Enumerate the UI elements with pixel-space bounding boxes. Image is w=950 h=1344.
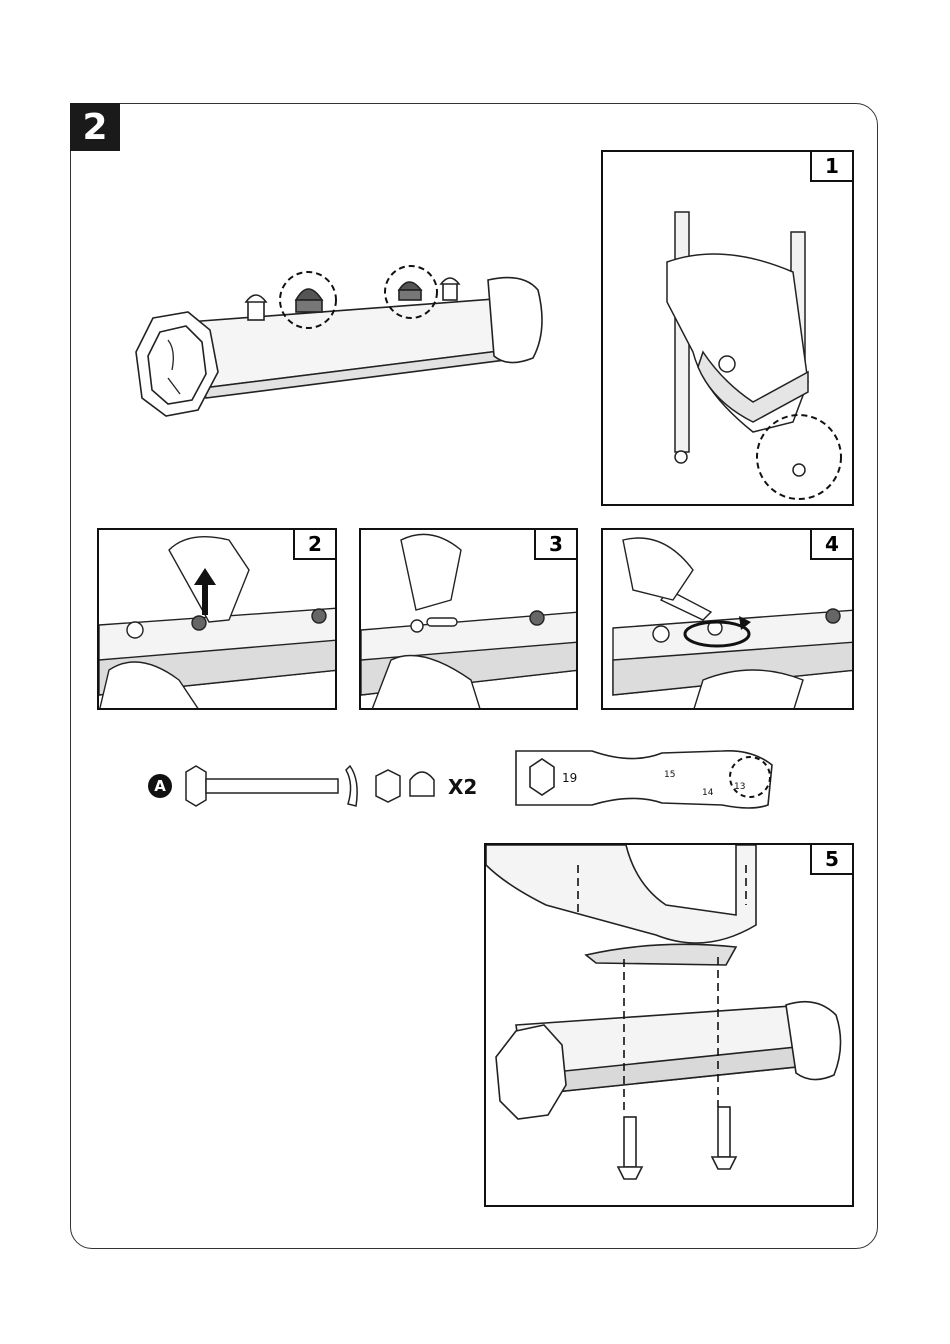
panel-number: 1 (810, 152, 852, 182)
panel-number: 4 (810, 530, 852, 560)
quantity-label: X2 (448, 775, 477, 799)
main-stabilizer-illustration (128, 260, 548, 430)
wrench-size-19: 19 (562, 771, 577, 785)
washer (346, 766, 357, 806)
panel-3: 3 (359, 528, 578, 710)
panel-number: 5 (810, 845, 852, 875)
stabilizer-assembly-illustration (486, 845, 854, 1207)
wrench-tool-illustration: 19 15 14 13 (512, 745, 792, 815)
frame-detail-illustration (603, 152, 854, 506)
hex-nut (376, 770, 400, 802)
panel-1: 1 (601, 150, 854, 506)
bolt-head (186, 766, 206, 806)
bolt-shaft (206, 779, 338, 793)
step-number-badge: 2 (70, 103, 120, 151)
panel-number: 3 (534, 530, 576, 560)
wrench-size-14: 14 (702, 788, 714, 798)
panel-2: 2 (97, 528, 337, 710)
wrench-size-15: 15 (664, 770, 675, 780)
parts-row: A X2 (148, 750, 498, 820)
panel-5: 5 (484, 843, 854, 1207)
callout-letter: A (154, 777, 166, 795)
panel-4: 4 (601, 528, 854, 710)
panel-number: 2 (293, 530, 335, 560)
cap-nut (410, 772, 434, 796)
